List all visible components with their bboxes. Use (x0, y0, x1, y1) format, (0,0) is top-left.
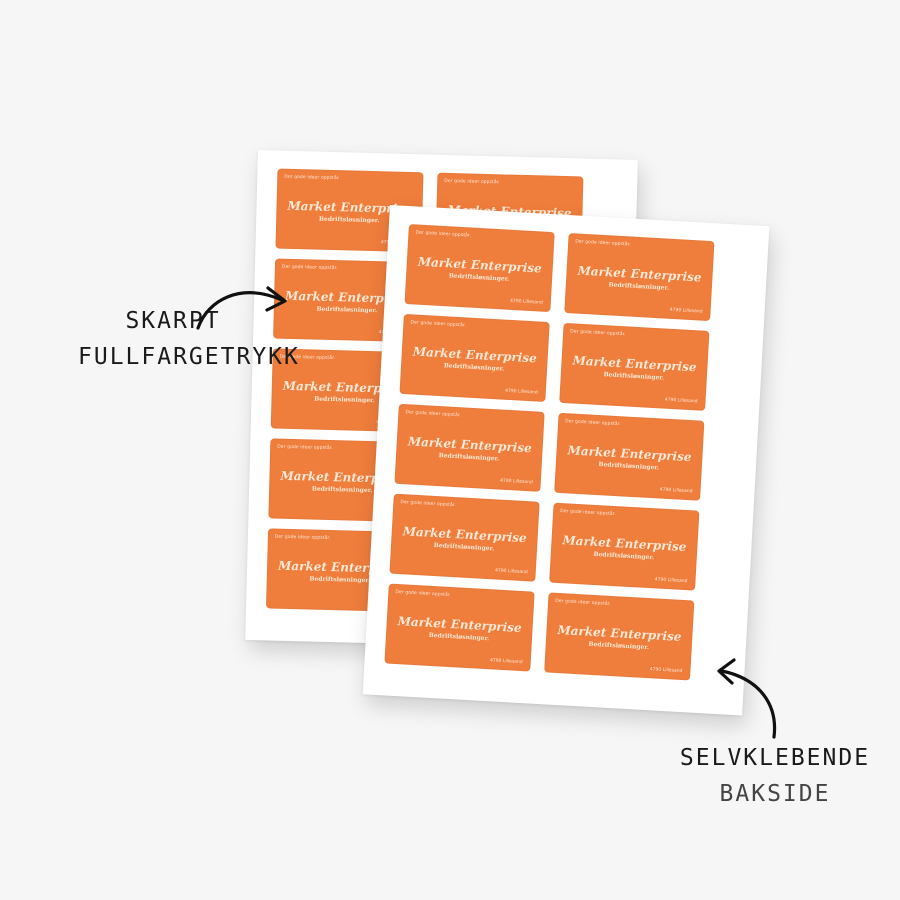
sticker-label: Der gode ideer oppstår.Market Enterprise… (544, 592, 695, 681)
label-bottom-text: 4790 Lillesand (654, 577, 688, 585)
label-top-text: Der gode ideer oppstår. (565, 419, 621, 428)
label-bottom-text: 4790 Lillesand (499, 478, 533, 486)
sticker-label: Der gode ideer oppstår.Market Enterprise… (399, 313, 550, 402)
label-top-text: Der gode ideer oppstår. (444, 178, 500, 186)
callout-line: SKARPT (125, 308, 221, 334)
sticker-label: Der gode ideer oppstår.Market Enterprise… (559, 322, 710, 411)
sticker-label: Der gode ideer oppstår.Market Enterprise… (394, 403, 545, 492)
callout-sharp-print: SKARPT FULLFARGETRYKK (78, 303, 300, 375)
sticker-label: Der gode ideer oppstår.Market Enterprise… (389, 493, 540, 582)
label-top-text: Der gode ideer oppstår. (415, 230, 472, 239)
sticker-label: Der gode ideer oppstår.Market Enterprise… (564, 233, 715, 322)
label-top-text: Der gode ideer oppstår. (274, 534, 331, 542)
callout-adhesive-back: SELVKLEBENDE BAKSIDE (675, 740, 875, 812)
callout-line: FULLFARGETRYKK (78, 344, 300, 370)
label-bottom-text: 4790 Lillesand (489, 658, 523, 666)
label-sheet-front: Der gode ideer oppstår.Market Enterprise… (362, 205, 770, 716)
label-bottom-text: 4790 Lillesand (509, 298, 543, 306)
label-top-text: Der gode ideer oppstår. (284, 174, 340, 182)
label-top-text: Der gode ideer oppstår. (554, 598, 611, 607)
label-bottom-text: 4790 Lillesand (659, 487, 693, 495)
label-top-text: Der gode ideer oppstår. (405, 410, 462, 419)
sticker-label: Der gode ideer oppstår.Market Enterprise… (554, 412, 705, 501)
label-top-text: Der gode ideer oppstår. (560, 508, 616, 518)
label-grid: Der gode ideer oppstår.Market Enterprise… (384, 224, 715, 681)
label-bottom-text: 4790 Lillesand (669, 307, 703, 315)
sticker-label: Der gode ideer oppstår.Market Enterprise… (384, 583, 535, 672)
callout-line: SELVKLEBENDE (679, 745, 871, 771)
label-top-text: Der gode ideer oppstår. (570, 329, 626, 338)
curved-arrow-icon (196, 286, 287, 330)
label-top-text: Der gode ideer oppstår. (575, 239, 631, 248)
label-top-text: Der gode ideer oppstår. (400, 500, 457, 509)
label-bottom-text: 4790 Lillesand (504, 388, 538, 396)
sticker-label: Der gode ideer oppstår.Market Enterprise… (549, 502, 700, 591)
label-top-text: Der gode ideer oppstår. (277, 444, 333, 452)
sticker-label: Der gode ideer oppstår.Market Enterprise… (404, 224, 555, 313)
label-top-text: Der gode ideer oppstår. (395, 589, 452, 599)
label-bottom-text: 4790 Lillesand (664, 397, 698, 405)
label-bottom-text: 4790 Lillesand (494, 568, 528, 576)
callout-line: BAKSIDE (719, 781, 831, 807)
curved-arrow-icon (717, 658, 777, 739)
label-bottom-text: 4790 Lillesand (649, 667, 683, 675)
label-top-text: Der gode ideer oppstår. (410, 320, 467, 329)
